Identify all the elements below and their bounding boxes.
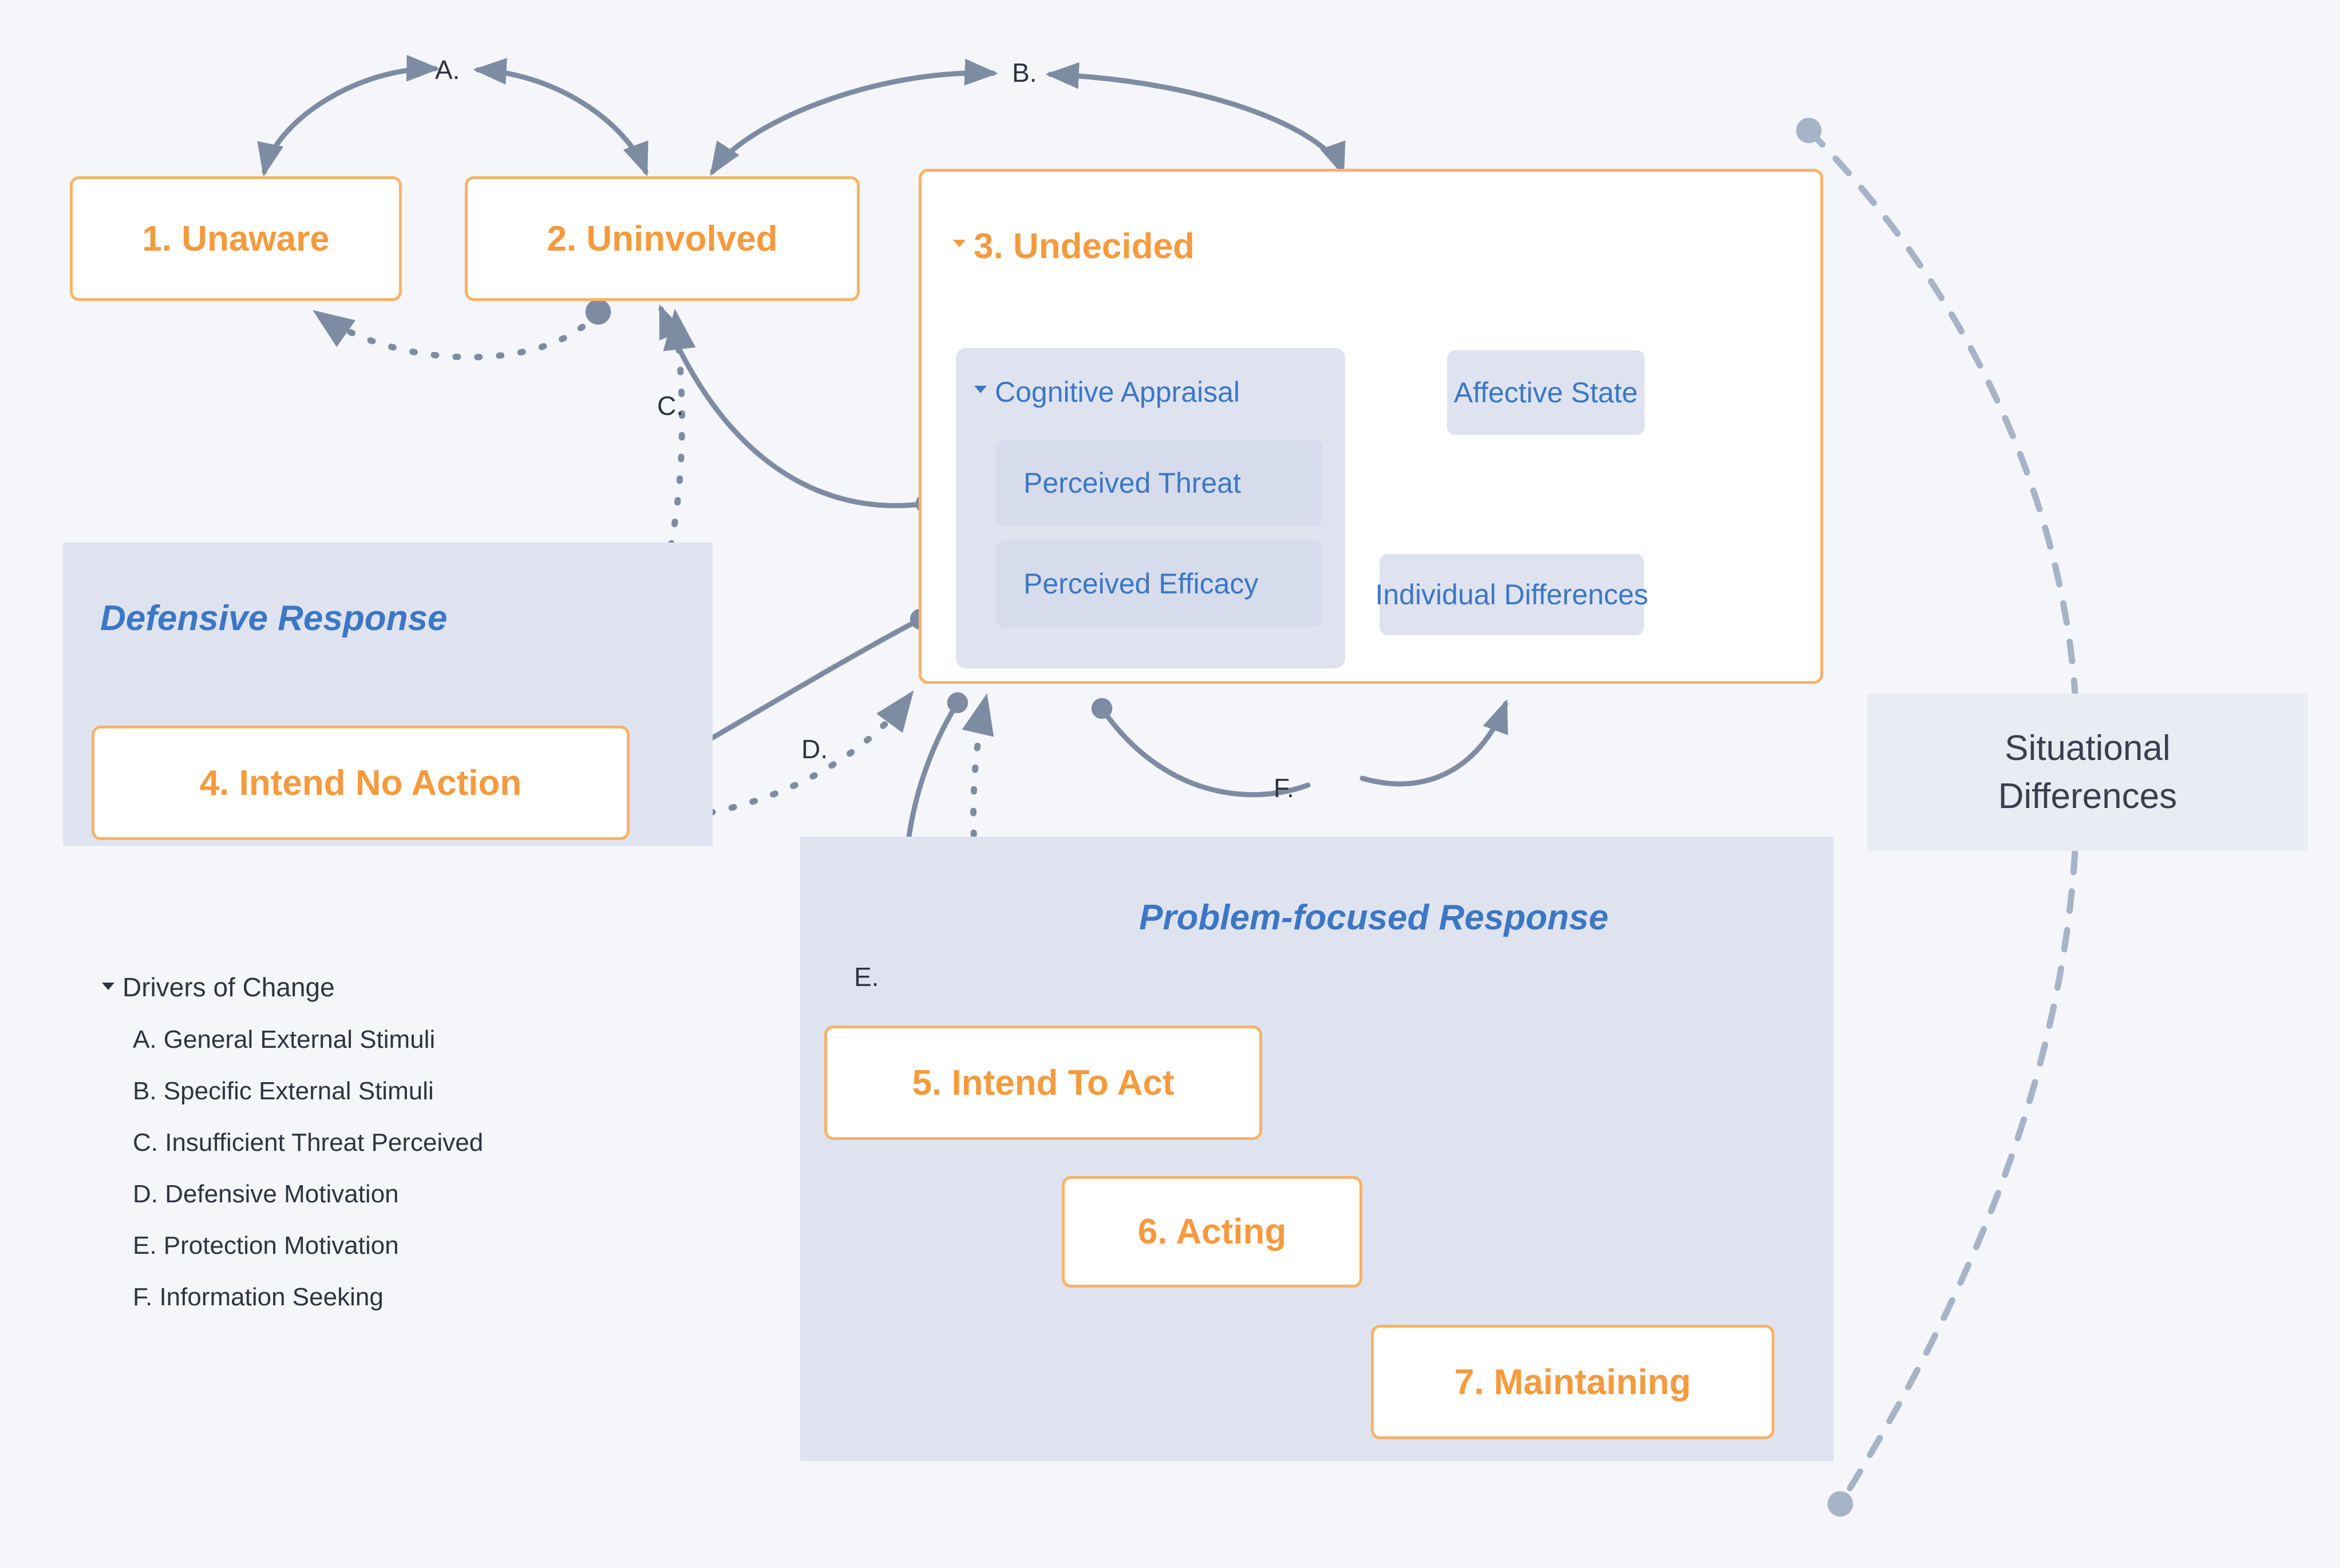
- panel-problem-focused-response-title: Problem-focused Response: [1139, 898, 1608, 937]
- stage-box-intend-no-action-label: 4. Intend No Action: [199, 763, 522, 803]
- legend-item-d: D. Defensive Motivation: [133, 1180, 399, 1208]
- subblock-affective-state[interactable]: Affective State: [1447, 350, 1645, 435]
- edge-uninvolved-to-unaware: [313, 299, 611, 361]
- stage-box-undecided-header[interactable]: 3. Undecided: [953, 226, 1195, 267]
- stage-box-unaware[interactable]: 1. Unaware: [70, 176, 402, 301]
- legend-item-a: A. General External Stimuli: [133, 1025, 436, 1054]
- edge-c: [658, 304, 937, 514]
- legend-drivers-of-change: Drivers of Change A. General External St…: [102, 972, 732, 1312]
- subblock-perceived-efficacy-label: Perceived Efficacy: [1023, 568, 1259, 600]
- subblock-perceived-threat[interactable]: Perceived Threat: [996, 439, 1322, 526]
- subblock-perceived-efficacy[interactable]: Perceived Efficacy: [996, 540, 1322, 627]
- edge-label-c: C.: [657, 391, 683, 421]
- subblock-perceived-threat-label: Perceived Threat: [1023, 467, 1241, 499]
- stage-box-undecided-label: 3. Undecided: [974, 227, 1195, 266]
- chevron-down-icon-cognitive-appraisal[interactable]: [974, 385, 987, 393]
- stage-box-intend-no-action[interactable]: 4. Intend No Action: [92, 726, 630, 840]
- edge-label-f: F.: [1274, 773, 1294, 803]
- chevron-down-icon-undecided[interactable]: [953, 240, 966, 247]
- stage-box-maintaining[interactable]: 7. Maintaining: [1371, 1325, 1774, 1439]
- edge-situational-top: [1796, 117, 2078, 696]
- situational-differences-box[interactable]: Situational Differences: [1867, 694, 2308, 851]
- legend-item-f: F. Information Seeking: [133, 1283, 384, 1311]
- subblock-cognitive-appraisal-header[interactable]: Cognitive Appraisal: [974, 375, 1240, 409]
- edge-label-e: E.: [854, 962, 879, 992]
- situational-differences-label: Situational Differences: [1998, 728, 2177, 816]
- edge-label-a: A.: [435, 55, 460, 85]
- stage-box-intend-to-act-label: 5. Intend To Act: [912, 1063, 1175, 1103]
- stage-box-uninvolved[interactable]: 2. Uninvolved: [465, 176, 860, 301]
- legend-item-c: C. Insufficient Threat Perceived: [133, 1129, 484, 1157]
- legend-title-label: Drivers of Change: [122, 972, 335, 1002]
- stage-box-maintaining-label: 7. Maintaining: [1454, 1362, 1691, 1402]
- legend-title-row[interactable]: Drivers of Change: [102, 972, 732, 1003]
- subblock-cognitive-appraisal-label: Cognitive Appraisal: [995, 376, 1240, 408]
- panel-defensive-response-title: Defensive Response: [100, 599, 448, 638]
- edge-a-right: [473, 58, 649, 177]
- edge-b-left: [710, 58, 998, 176]
- stage-box-uninvolved-label: 2. Uninvolved: [547, 219, 778, 259]
- legend-item-b: B. Specific External Stimuli: [133, 1077, 434, 1105]
- edge-b-right: [1045, 62, 1346, 177]
- edge-a-left: [257, 54, 440, 177]
- stage-box-unaware-label: 1. Unaware: [142, 219, 330, 259]
- subblock-affective-state-label: Affective State: [1453, 377, 1638, 409]
- stage-box-acting-label: 6. Acting: [1137, 1212, 1287, 1252]
- subblock-individual-differences[interactable]: Individual Differences: [1375, 554, 1649, 635]
- stage-box-acting[interactable]: 6. Acting: [1062, 1176, 1362, 1288]
- stage-box-intend-to-act[interactable]: 5. Intend To Act: [824, 1025, 1262, 1140]
- edge-f-right: [1359, 699, 1508, 787]
- edge-label-b: B.: [1012, 58, 1037, 88]
- legend-item-e: E. Protection Motivation: [133, 1232, 399, 1260]
- chevron-down-icon-legend[interactable]: [102, 983, 114, 991]
- edge-situational-bottom: [1827, 849, 2078, 1517]
- subblock-individual-differences-label: Individual Differences: [1375, 579, 1649, 611]
- edge-label-d: D.: [801, 734, 828, 764]
